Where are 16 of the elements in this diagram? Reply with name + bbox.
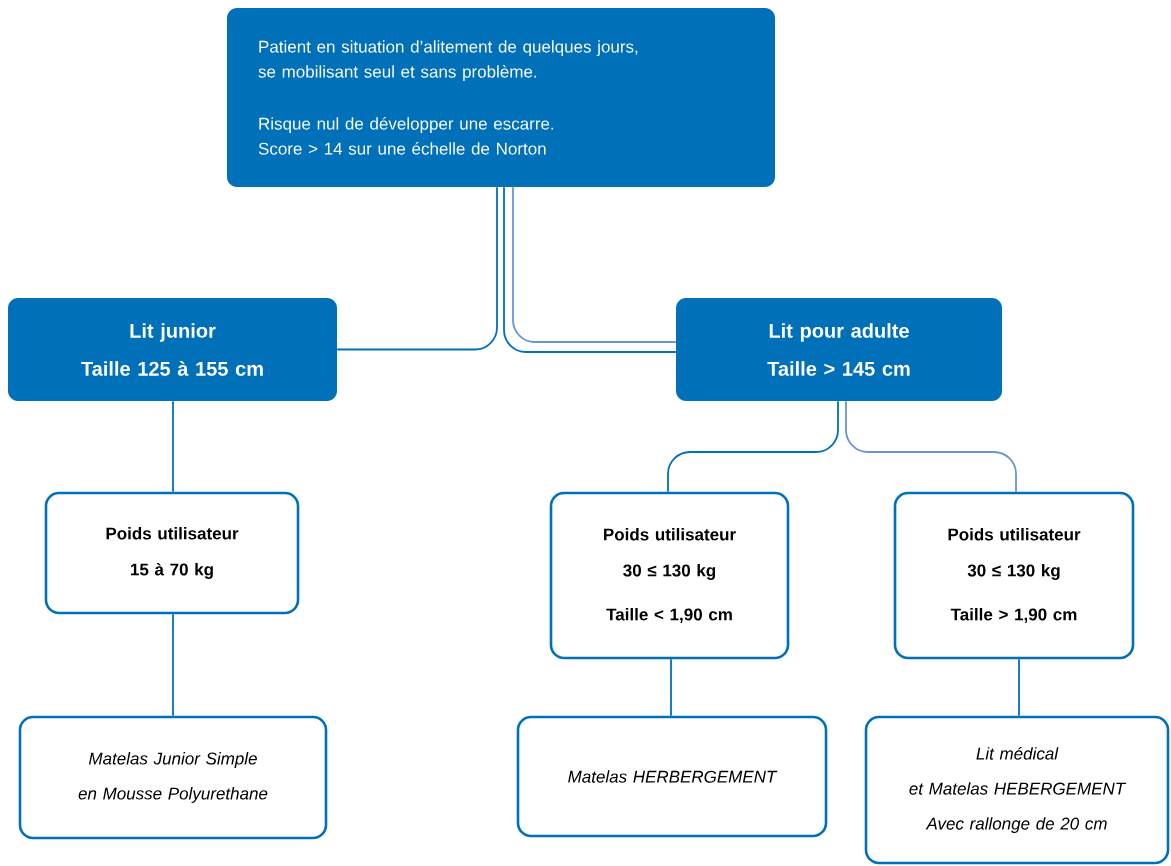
category-box: Lit pour adulte Taille > 145 cm xyxy=(676,298,1002,401)
criteria-box: Poids utilisateur 30 ≤ 130 kg Taille < 1,90 cm xyxy=(549,491,790,660)
criteria-box: Poids utilisateur 30 ≤ 130 kg Taille > 1,90 cm xyxy=(893,491,1135,660)
category-box: Patient en situation d’alitement de quelques jours, se mobilisant seul et sans problème. Risque nul de développer une escarre. Score > 14 sur une échelle de Norton xyxy=(227,8,775,187)
connector-line xyxy=(845,400,1017,493)
criteria-box: Lit médical et Matelas HEBERGEMENT Avec rallonge de 20 cm xyxy=(864,715,1170,865)
connector-line xyxy=(667,400,839,493)
criteria-box: Matelas Junior Simple en Mousse Polyurethane xyxy=(18,715,328,840)
connector-line xyxy=(1018,658,1020,717)
category-box: Lit junior Taille 125 à 155 cm xyxy=(8,298,337,401)
connector-line xyxy=(172,613,174,717)
connector-line xyxy=(172,400,174,493)
connector-line xyxy=(336,186,498,351)
criteria-box: Poids utilisateur 15 à 70 kg xyxy=(44,491,300,615)
criteria-box: Matelas HERBERGEMENT xyxy=(516,715,828,838)
connector-line xyxy=(670,658,672,717)
